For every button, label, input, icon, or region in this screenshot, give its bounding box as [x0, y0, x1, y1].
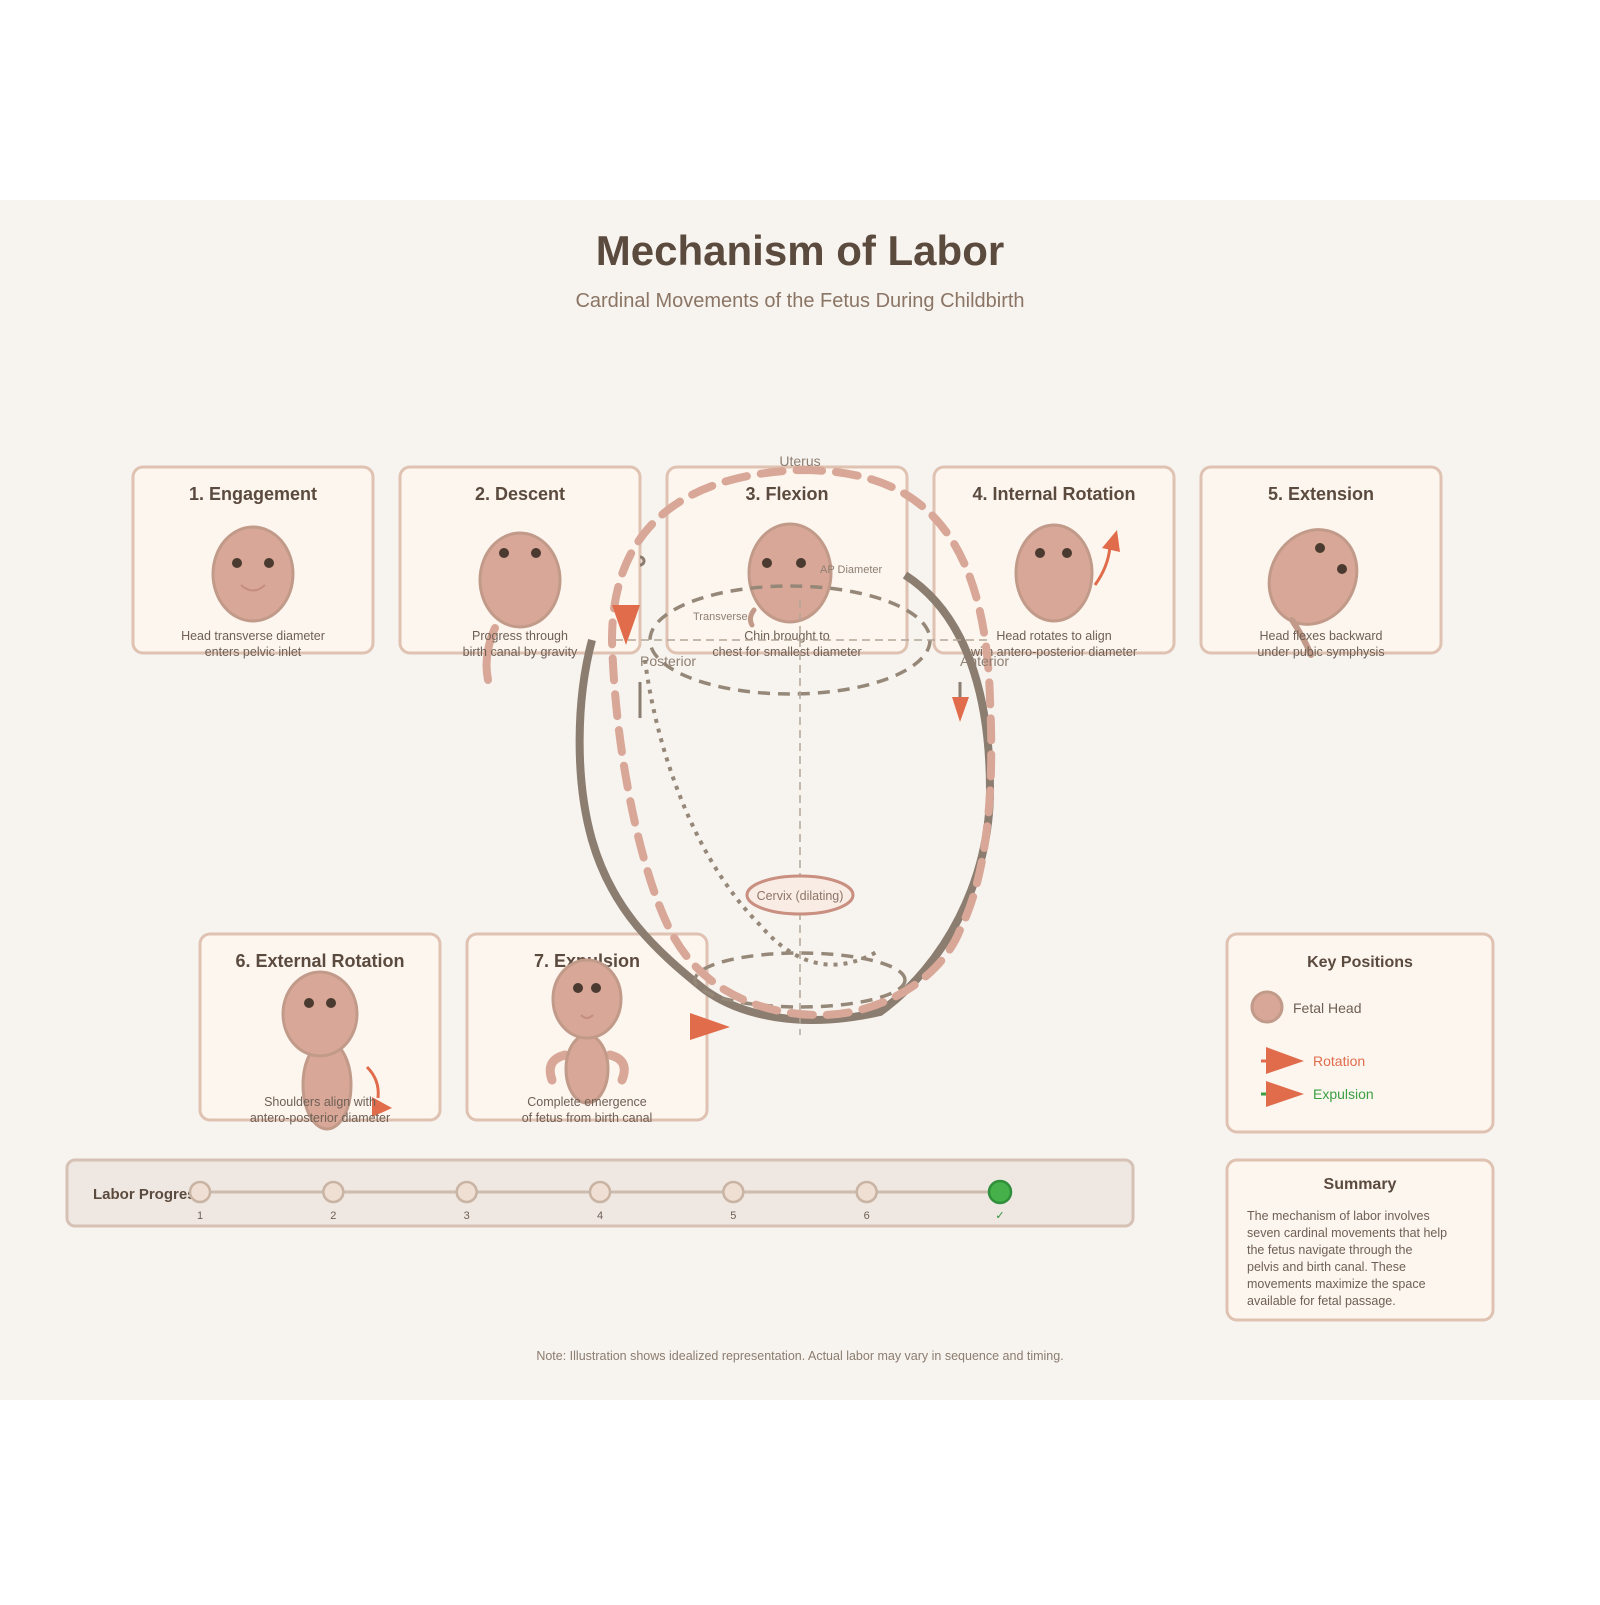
descent-path-line [482, 624, 499, 684]
progress-step-dot [987, 1179, 1013, 1205]
fetal-head-icon [747, 522, 833, 628]
progress-step-dot [188, 1180, 212, 1204]
rotation-legend-icon [1266, 1047, 1304, 1074]
progress-step-label: 2 [330, 1210, 336, 1222]
birth-canal-path [643, 659, 882, 967]
pelvic-outlet-ellipse [693, 951, 907, 1009]
card-title: 2. Descent [475, 484, 565, 504]
legend-label-rotation: Rotation [1313, 1053, 1365, 1069]
page-title: Mechanism of Labor [596, 227, 1004, 274]
fetal-head-icon [478, 531, 562, 629]
card-description-line2: under pubic symphysis [1257, 645, 1384, 659]
summary-line: movements maximize the space [1247, 1277, 1426, 1291]
progress-step-label: 4 [597, 1210, 603, 1222]
card-title: 3. Flexion [745, 484, 828, 504]
progress-step-label: 6 [864, 1210, 870, 1222]
pelvis-illustration: Uterus AP Diameter Transverse Posterior … [575, 453, 1009, 1040]
rotation-arrowhead-icon [1102, 530, 1120, 552]
labor-progress-panel: Labor Progress: 1 2 3 4 5 6 ✓ [65, 1158, 1135, 1228]
legend-box [1225, 932, 1495, 1134]
rotation-arrow-icon [1093, 546, 1112, 586]
fetal-head-legend-icon [1250, 990, 1284, 1024]
cervix-ellipse [745, 874, 855, 916]
summary-panel: Summary The mechanism of labor involves … [1225, 1158, 1495, 1322]
card-description-line2: birth canal by gravity [463, 645, 578, 659]
card-description-line1: Progress through [472, 629, 568, 643]
fetal-head-icon [1267, 528, 1359, 626]
fetal-head-icon [1014, 523, 1094, 623]
legend-title: Key Positions [1307, 954, 1413, 971]
transverse-label: Transverse [693, 611, 748, 623]
rotation-arrowhead-icon [372, 1097, 392, 1117]
card-description-line1: Complete emergence [527, 1095, 647, 1109]
progress-step-label: 3 [464, 1210, 470, 1222]
uterus-label: Uterus [779, 453, 820, 469]
summary-line: available for fetal passage. [1247, 1294, 1396, 1308]
card-description-line2: chest for smallest diameter [712, 645, 861, 659]
summary-title: Summary [1324, 1176, 1397, 1193]
uterus-outline [607, 465, 996, 1020]
card-descent: 2. Descent Progress through birth canal … [398, 465, 642, 684]
cervix-label: Cervix (dilating) [757, 889, 844, 903]
card-external-rotation: 6. External Rotation Shoulders align wit… [198, 932, 442, 1131]
card-title: 1. Engagement [189, 484, 317, 504]
progress-label: Labor Progress: [93, 1186, 209, 1203]
page-subtitle: Cardinal Movements of the Fetus During C… [575, 290, 1024, 312]
card-description-line1: Shoulders align with [264, 1095, 376, 1109]
card-title: 6. External Rotation [235, 951, 404, 971]
card-description-line1: Head transverse diameter [181, 629, 325, 643]
descent-arrowhead-icon [612, 605, 640, 645]
fetal-body-icon [545, 958, 629, 1105]
progress-step-label: 1 [197, 1210, 203, 1222]
card-description-line2: with antero-posterior diameter [970, 645, 1137, 659]
card-description-line2: of fetus from birth canal [522, 1111, 653, 1125]
progress-step-label: ✓ [995, 1210, 1004, 1222]
pelvis-tick [639, 555, 646, 567]
legend-label-expulsion: Expulsion [1313, 1086, 1374, 1102]
progress-step-dot [322, 1180, 345, 1204]
progress-step-dot [455, 1180, 478, 1204]
legend-label-fetal-head: Fetal Head [1293, 1000, 1361, 1016]
expulsion-arrowhead-icon [690, 1013, 730, 1040]
progress-step-label: 5 [730, 1210, 736, 1222]
summary-line: pelvis and birth canal. These [1247, 1260, 1406, 1274]
card-title: 4. Internal Rotation [972, 484, 1135, 504]
summary-box [1225, 1158, 1495, 1322]
fetal-head-icon [211, 525, 295, 623]
card-internal-rotation: 4. Internal Rotation Head rotates to ali… [932, 465, 1176, 659]
summary-line: The mechanism of labor involves [1247, 1209, 1430, 1223]
legend-panel: Key Positions Fetal Head Rotation Expuls… [1225, 932, 1495, 1134]
progress-step-dot [855, 1180, 878, 1204]
card-description-line2: antero-posterior diameter [250, 1111, 390, 1125]
card-description-line1: Chin brought to [744, 629, 830, 643]
progress-steps: 1 2 3 4 5 6 ✓ [188, 1179, 1013, 1222]
card-engagement: 1. Engagement Head transverse diameter e… [131, 465, 375, 659]
rotation-arrow-icon [365, 1065, 380, 1099]
summary-line: the fetus navigate through the [1247, 1243, 1412, 1257]
extension-path-line [1289, 617, 1314, 658]
progress-step-dot [588, 1180, 612, 1204]
ap-diameter-label: AP Diameter [820, 564, 882, 576]
footnote: Note: Illustration shows idealized repre… [536, 1349, 1063, 1363]
card-description-line2: enters pelvic inlet [205, 645, 302, 659]
card-title: 5. Extension [1268, 484, 1374, 504]
anterior-label: Anterior [960, 653, 1009, 669]
anterior-arrowhead-icon [952, 697, 969, 722]
card-description-line1: Head flexes backward [1260, 629, 1383, 643]
posterior-label: Posterior [640, 653, 696, 669]
pelvis-outline [575, 571, 995, 1024]
card-description-line1: Head rotates to align [996, 629, 1111, 643]
fetal-body-icon [281, 970, 359, 1131]
summary-line: seven cardinal movements that help [1247, 1226, 1447, 1240]
card-flexion: 3. Flexion Chin brought to chest for sma… [665, 465, 909, 659]
card-extension: 5. Extension Head flexes backward under … [1199, 465, 1443, 659]
progress-step-dot [722, 1180, 745, 1204]
expulsion-legend-icon [1266, 1081, 1304, 1107]
